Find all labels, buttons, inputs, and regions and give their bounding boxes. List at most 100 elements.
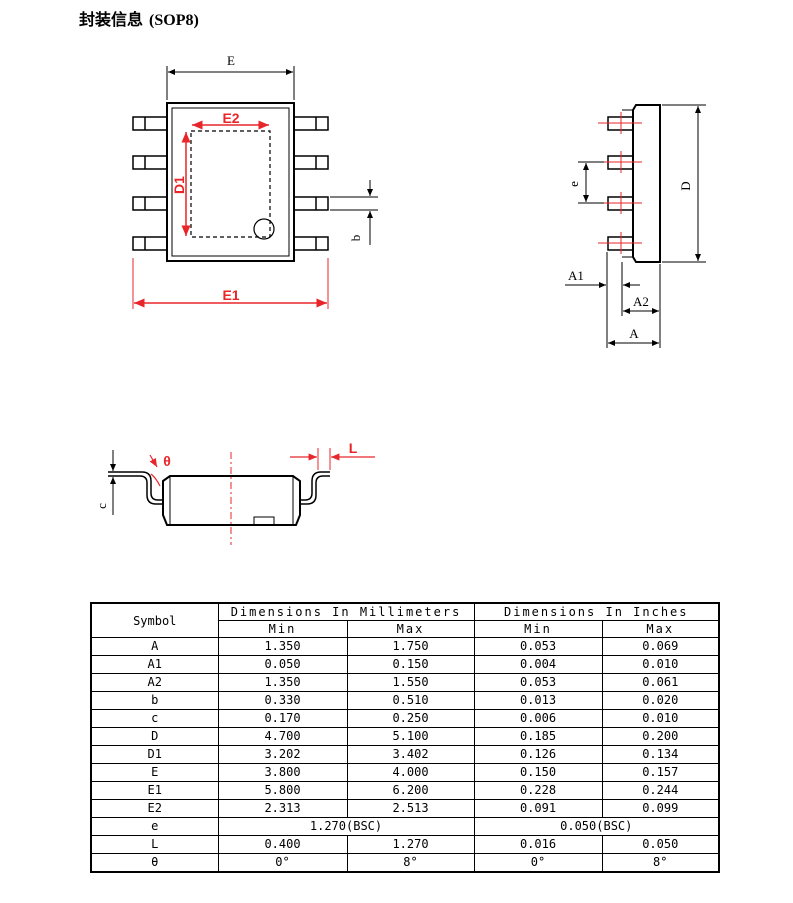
cell-in-max: 0.200: [601, 727, 720, 746]
cell-mm-min: 0.170: [217, 709, 348, 728]
cell-mm-max: 0.250: [346, 709, 475, 728]
cell-symbol: A1: [90, 655, 219, 674]
label-D: D: [678, 181, 693, 190]
cell-symbol: D1: [90, 745, 219, 764]
table-row: D 4.700 5.100 0.185 0.200: [90, 727, 720, 746]
label-A2: A2: [633, 294, 649, 309]
cell-symbol: E: [90, 763, 219, 782]
cell-mm-min: 3.800: [217, 763, 348, 782]
title-en: (SOP8): [149, 12, 199, 29]
cell-mm-min: 4.700: [217, 727, 348, 746]
cell-in-min: 0.185: [473, 727, 603, 746]
cell-mm-max: 8°: [346, 853, 475, 873]
table-row: E2 2.313 2.513 0.091 0.099: [90, 799, 720, 818]
label-b: b: [348, 235, 363, 242]
cell-mm-min: 0°: [217, 853, 348, 873]
table-row: c 0.170 0.250 0.006 0.010: [90, 709, 720, 728]
table-row-L: L 0.400 1.270 0.016 0.050: [90, 835, 720, 854]
cell-mm-min: 0.400: [217, 835, 348, 854]
cell-mm-max: 6.200: [346, 781, 475, 800]
cell-mm-max: 4.000: [346, 763, 475, 782]
cell-in-min: 0°: [473, 853, 603, 873]
cell-mm-min: 0.050: [217, 655, 348, 674]
table-row: b 0.330 0.510 0.013 0.020: [90, 691, 720, 710]
cell-in-min: 0.228: [473, 781, 603, 800]
cell-in-max: 0.050: [601, 835, 720, 854]
cell-in-min: 0.053: [473, 673, 603, 692]
cell-in-max: 0.020: [601, 691, 720, 710]
cell-symbol: E1: [90, 781, 219, 800]
table-row: A 1.350 1.750 0.053 0.069: [90, 637, 720, 656]
label-D1: D1: [171, 176, 187, 194]
cell-in-min: 0.126: [473, 745, 603, 764]
cell-mm-min: 2.313: [217, 799, 348, 818]
header-inch: Dimensions In Inches: [473, 602, 720, 621]
label-A: A: [629, 326, 639, 341]
label-E1: E1: [222, 287, 239, 303]
side-view: e D A1 A2 A: [565, 104, 706, 348]
table-row: A1 0.050 0.150 0.004 0.010: [90, 655, 720, 674]
cell-symbol: b: [90, 691, 219, 710]
cell-symbol: e: [90, 817, 219, 836]
table-row-theta: θ 0° 8° 0° 8°: [90, 853, 720, 873]
cell-symbol: D: [90, 727, 219, 746]
header-mm-max: Max: [346, 620, 475, 638]
cell-in-bsc: 0.050(BSC): [473, 817, 720, 836]
cell-mm-max: 1.550: [346, 673, 475, 692]
cell-mm-min: 1.350: [217, 673, 348, 692]
cell-symbol: A2: [90, 673, 219, 692]
dimensions-table: Symbol Dimensions In Millimeters Dimensi…: [90, 602, 720, 873]
cell-in-max: 0.244: [601, 781, 720, 800]
cell-mm-max: 3.402: [346, 745, 475, 764]
cell-in-max: 0.157: [601, 763, 720, 782]
cell-symbol: L: [90, 835, 219, 854]
cell-in-max: 0.010: [601, 709, 720, 728]
table-body: A 1.350 1.750 0.053 0.069 A1 0.050 0.150…: [90, 637, 720, 873]
cell-in-min: 0.091: [473, 799, 603, 818]
cell-mm-max: 1.750: [346, 637, 475, 656]
cell-in-max: 0.134: [601, 745, 720, 764]
cell-in-max: 0.069: [601, 637, 720, 656]
cell-in-min: 0.004: [473, 655, 603, 674]
label-E: E: [227, 53, 235, 68]
table-row-e: e 1.270(BSC) 0.050(BSC): [90, 817, 720, 836]
header-in-min: Min: [473, 620, 603, 638]
header-symbol: Symbol: [90, 602, 219, 638]
front-view: θ L c: [94, 440, 375, 545]
cell-mm-max: 0.510: [346, 691, 475, 710]
header-in-max: Max: [601, 620, 720, 638]
table-header-row: Symbol Dimensions In Millimeters Dimensi…: [90, 602, 720, 638]
table-row: D1 3.202 3.402 0.126 0.134: [90, 745, 720, 764]
cell-symbol: E2: [90, 799, 219, 818]
cell-mm-min: 3.202: [217, 745, 348, 764]
table-row: A2 1.350 1.550 0.053 0.061: [90, 673, 720, 692]
header-mm-min: Min: [217, 620, 348, 638]
cell-mm-max: 1.270: [346, 835, 475, 854]
cell-mm-max: 0.150: [346, 655, 475, 674]
cell-in-min: 0.053: [473, 637, 603, 656]
label-c: c: [94, 503, 109, 509]
cell-in-min: 0.013: [473, 691, 603, 710]
label-A1: A1: [568, 268, 584, 283]
label-e: e: [566, 181, 581, 187]
package-drawing: E E2 D1 b E1: [94, 53, 706, 545]
table-row: E1 5.800 6.200 0.228 0.244: [90, 781, 720, 800]
table-subheader-row: Min Max Min Max: [91, 620, 720, 638]
cell-in-min: 0.016: [473, 835, 603, 854]
header-mm: Dimensions In Millimeters: [217, 602, 475, 621]
title-zh: 封装信息: [79, 10, 144, 29]
cell-in-max: 0.010: [601, 655, 720, 674]
cell-mm-bsc: 1.270(BSC): [217, 817, 475, 836]
label-E2: E2: [222, 110, 239, 126]
cell-symbol: c: [90, 709, 219, 728]
label-theta: θ: [163, 453, 171, 469]
table-row: E 3.800 4.000 0.150 0.157: [90, 763, 720, 782]
cell-mm-min: 1.350: [217, 637, 348, 656]
cell-mm-max: 2.513: [346, 799, 475, 818]
cell-mm-min: 5.800: [217, 781, 348, 800]
cell-in-max: 8°: [601, 853, 720, 873]
cell-symbol: θ: [90, 853, 219, 873]
top-view: E E2 D1 b E1: [132, 53, 378, 309]
cell-in-max: 0.061: [601, 673, 720, 692]
label-L: L: [349, 440, 358, 456]
